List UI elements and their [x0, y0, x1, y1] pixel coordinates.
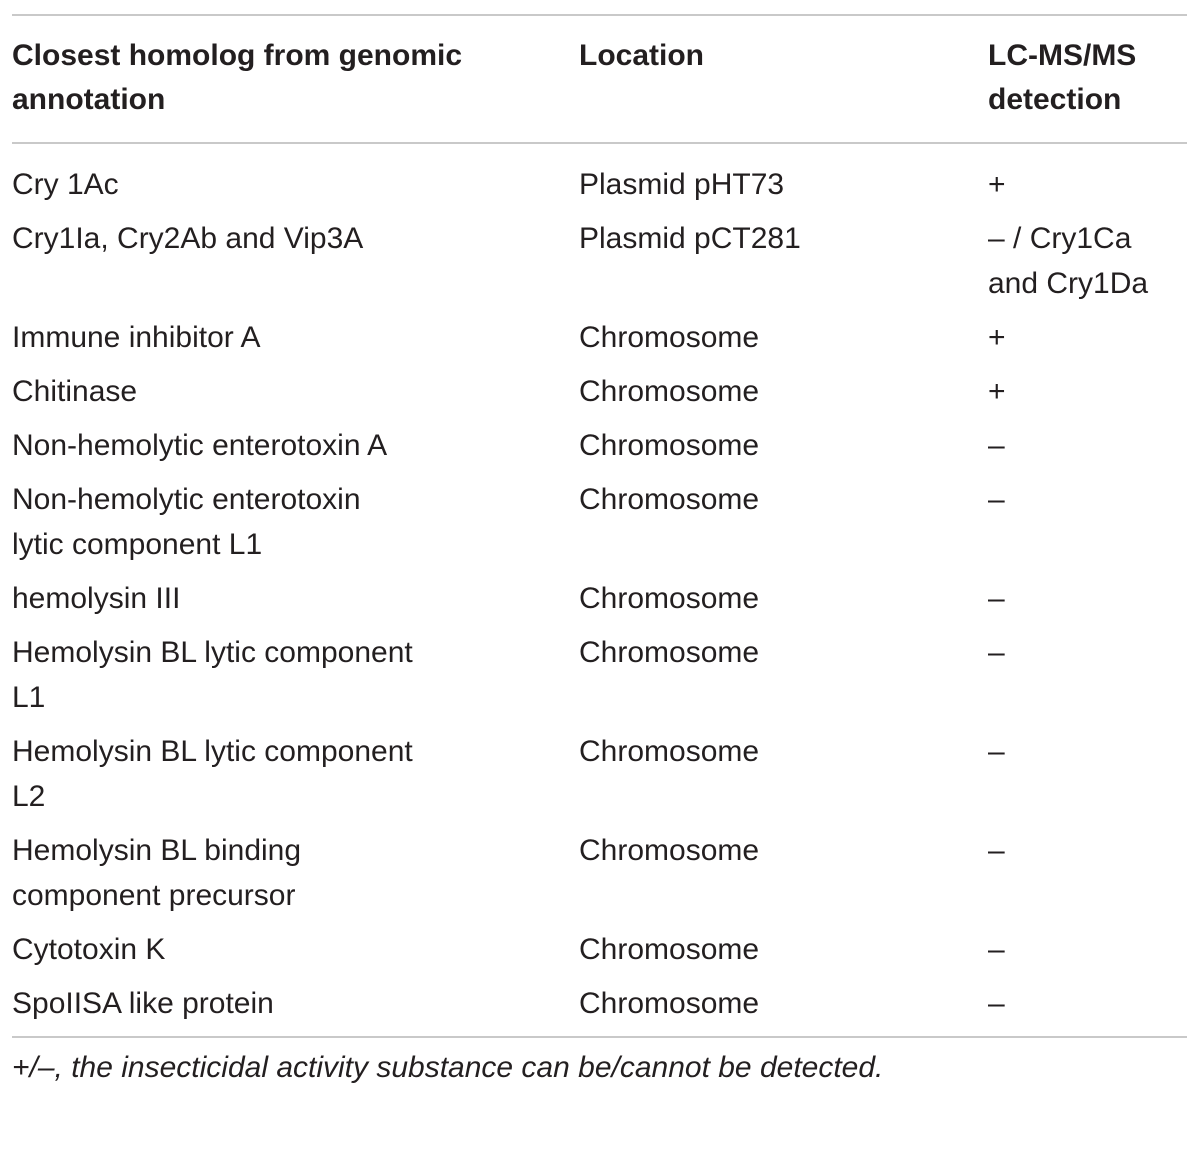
- cell-detection: –: [988, 834, 1005, 867]
- cell-location: Chromosome: [579, 987, 760, 1020]
- cell-homolog: Hemolysin BL binding component precursor: [12, 834, 302, 912]
- cell-homolog: Non-hemolytic enterotoxin A: [12, 429, 388, 462]
- header-rule: [12, 142, 1187, 144]
- cell-detection: +: [988, 168, 1006, 201]
- cell-location: Chromosome: [579, 735, 760, 768]
- bottom-rule: [12, 1036, 1187, 1038]
- cell-homolog: hemolysin III: [12, 582, 181, 615]
- top-rule: [12, 14, 1187, 16]
- cell-location: Chromosome: [579, 483, 760, 516]
- table-row: Immune inhibitor A Chromosome +: [12, 315, 1187, 369]
- cell-homolog: Chitinase: [12, 375, 138, 408]
- cell-homolog: Cry1Ia, Cry2Ab and Vip3A: [12, 222, 364, 255]
- cell-location: Chromosome: [579, 582, 760, 615]
- cell-detection: –: [988, 429, 1005, 462]
- table-row: Hemolysin BL binding component precursor…: [12, 828, 1187, 927]
- data-table-body: Cry 1Ac Plasmid pHT73 + Cry1Ia, Cry2Ab a…: [12, 144, 1187, 1036]
- table-row: Hemolysin BL lytic component L2 Chromoso…: [12, 729, 1187, 828]
- cell-location: Chromosome: [579, 375, 760, 408]
- cell-detection: +: [988, 321, 1006, 354]
- cell-homolog: Hemolysin BL lytic component L1: [12, 636, 413, 714]
- cell-detection: –: [988, 582, 1005, 615]
- cell-detection: –: [988, 735, 1005, 768]
- cell-location: Plasmid pHT73: [579, 168, 785, 201]
- header-detection: LC-MS/MS detection: [988, 39, 1137, 116]
- table-footnote: +/–, the insecticidal activity substance…: [12, 1051, 884, 1084]
- cell-homolog: Non-hemolytic enterotoxin lytic componen…: [12, 483, 361, 561]
- table-body: Cry 1Ac Plasmid pHT73 + Cry1Ia, Cry2Ab a…: [12, 144, 1187, 1036]
- data-table-container: Closest homolog from genomic annotation …: [12, 14, 1187, 1090]
- cell-detection: –: [988, 933, 1005, 966]
- cell-detection: –: [988, 636, 1005, 669]
- header-location: Location: [579, 39, 704, 72]
- table-header: Closest homolog from genomic annotation …: [12, 16, 1187, 142]
- cell-detection: –: [988, 987, 1005, 1020]
- cell-detection: –: [988, 483, 1005, 516]
- cell-detection: +: [988, 375, 1006, 408]
- table-row: Non-hemolytic enterotoxin A Chromosome –: [12, 423, 1187, 477]
- cell-homolog: SpoIISA like protein: [12, 987, 274, 1020]
- table-row: Hemolysin BL lytic component L1 Chromoso…: [12, 630, 1187, 729]
- cell-location: Chromosome: [579, 429, 760, 462]
- table-row: Cytotoxin K Chromosome –: [12, 927, 1187, 981]
- table-row: SpoIISA like protein Chromosome –: [12, 981, 1187, 1036]
- data-table: Closest homolog from genomic annotation …: [12, 16, 1187, 142]
- cell-location: Chromosome: [579, 933, 760, 966]
- table-row: Cry 1Ac Plasmid pHT73 +: [12, 144, 1187, 216]
- cell-location: Chromosome: [579, 636, 760, 669]
- cell-homolog: Hemolysin BL lytic component L2: [12, 735, 413, 813]
- cell-homolog: Cytotoxin K: [12, 933, 166, 966]
- cell-homolog: Immune inhibitor A: [12, 321, 261, 354]
- cell-location: Chromosome: [579, 834, 760, 867]
- cell-homolog: Cry 1Ac: [12, 168, 119, 201]
- table-row: hemolysin III Chromosome –: [12, 576, 1187, 630]
- table-row: Chitinase Chromosome +: [12, 369, 1187, 423]
- header-row: Closest homolog from genomic annotation …: [12, 16, 1187, 142]
- table-row: Non-hemolytic enterotoxin lytic componen…: [12, 477, 1187, 576]
- table-row: Cry1Ia, Cry2Ab and Vip3A Plasmid pCT281 …: [12, 216, 1187, 315]
- cell-detection: – / Cry1Ca and Cry1Da: [988, 222, 1149, 300]
- cell-location: Chromosome: [579, 321, 760, 354]
- header-homolog: Closest homolog from genomic annotation: [12, 39, 463, 116]
- cell-location: Plasmid pCT281: [579, 222, 801, 255]
